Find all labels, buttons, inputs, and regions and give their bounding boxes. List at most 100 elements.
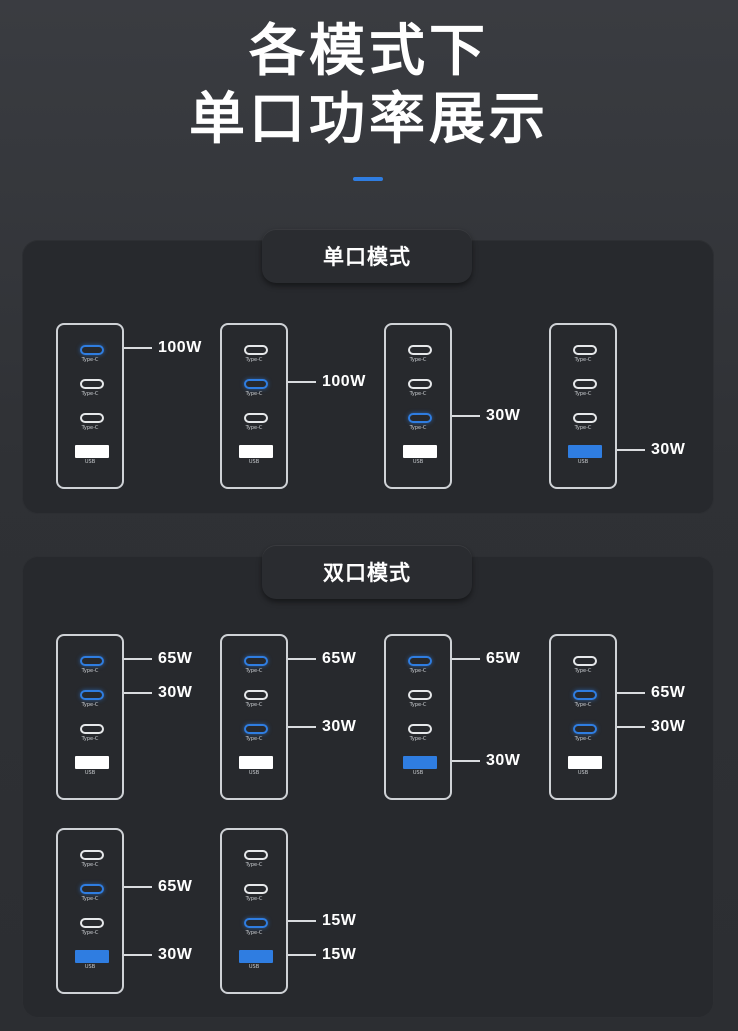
type-c-port-icon — [244, 918, 268, 928]
type-c-port: Type-C — [386, 409, 450, 439]
type-c-port: Type-C — [386, 720, 450, 750]
callout-line — [452, 760, 480, 762]
power-callout: 15W — [288, 945, 356, 965]
type-c-port: Type-C — [58, 375, 122, 405]
type-c-port-icon — [408, 345, 432, 355]
port-label: Type-C — [245, 391, 263, 397]
type-c-port: Type-C — [58, 880, 122, 910]
callout-line — [124, 347, 152, 349]
port-label: USB — [84, 459, 96, 465]
power-callout: 30W — [452, 406, 520, 426]
callout-line — [452, 658, 480, 660]
power-callout: 30W — [124, 683, 192, 703]
power-value: 65W — [158, 650, 193, 667]
charger-diagram: Type-C Type-C Type-C USB — [384, 634, 452, 800]
type-c-port-icon — [80, 345, 104, 355]
power-callout: 100W — [288, 372, 366, 392]
usb-a-port-icon — [568, 445, 602, 458]
type-c-port: Type-C — [551, 652, 615, 682]
usb-a-port: USB — [386, 443, 450, 473]
type-c-port: Type-C — [222, 846, 286, 876]
type-c-port-icon — [80, 918, 104, 928]
type-c-port: Type-C — [222, 914, 286, 944]
port-label: Type-C — [81, 736, 99, 742]
type-c-port-icon — [80, 656, 104, 666]
usb-a-port-icon — [568, 756, 602, 769]
type-c-port-icon — [408, 656, 432, 666]
port-label: Type-C — [245, 668, 263, 674]
power-value: 65W — [486, 650, 521, 667]
type-c-port: Type-C — [58, 686, 122, 716]
usb-a-port: USB — [58, 754, 122, 784]
power-value: 15W — [322, 946, 357, 963]
port-label: USB — [248, 770, 260, 776]
port-label: Type-C — [409, 668, 427, 674]
port-label: Type-C — [574, 736, 592, 742]
callout-line — [617, 692, 645, 694]
callout-line — [452, 415, 480, 417]
type-c-port-icon — [80, 413, 104, 423]
type-c-port: Type-C — [386, 341, 450, 371]
callout-line — [124, 886, 152, 888]
port-label: Type-C — [245, 862, 263, 868]
type-c-port-icon — [244, 345, 268, 355]
type-c-port: Type-C — [551, 375, 615, 405]
power-callout: 65W — [124, 649, 192, 669]
port-label: Type-C — [81, 357, 99, 363]
port-label: Type-C — [81, 668, 99, 674]
usb-a-port: USB — [222, 443, 286, 473]
type-c-port-icon — [244, 379, 268, 389]
type-c-port-icon — [244, 884, 268, 894]
type-c-port-icon — [244, 850, 268, 860]
port-label: USB — [412, 770, 424, 776]
type-c-port-icon — [80, 850, 104, 860]
power-value: 65W — [158, 878, 193, 895]
type-c-port-icon — [573, 345, 597, 355]
callout-line — [124, 692, 152, 694]
type-c-port: Type-C — [58, 652, 122, 682]
callout-line — [124, 954, 152, 956]
port-label: Type-C — [574, 425, 592, 431]
type-c-port: Type-C — [222, 409, 286, 439]
usb-a-port-icon — [403, 756, 437, 769]
page-title-line-2: 单口功率展示 — [189, 87, 549, 152]
type-c-port-icon — [408, 690, 432, 700]
power-callout: 30W — [288, 717, 356, 737]
port-label: Type-C — [81, 930, 99, 936]
power-callout: 65W — [124, 877, 192, 897]
power-value: 30W — [486, 752, 521, 769]
port-label: Type-C — [245, 896, 263, 902]
single-port-mode-panel — [22, 240, 714, 514]
power-value: 30W — [158, 684, 193, 701]
type-c-port: Type-C — [222, 720, 286, 750]
type-c-port: Type-C — [58, 914, 122, 944]
callout-line — [288, 726, 316, 728]
type-c-port: Type-C — [222, 341, 286, 371]
type-c-port: Type-C — [58, 720, 122, 750]
callout-line — [288, 954, 316, 956]
dual-port-mode-panel — [22, 556, 714, 1018]
port-label: Type-C — [81, 862, 99, 868]
power-value: 30W — [651, 441, 686, 458]
port-label: Type-C — [409, 702, 427, 708]
type-c-port: Type-C — [222, 375, 286, 405]
type-c-port-icon — [573, 379, 597, 389]
port-label: Type-C — [409, 425, 427, 431]
port-label: USB — [84, 770, 96, 776]
power-value: 30W — [158, 946, 193, 963]
port-label: Type-C — [245, 425, 263, 431]
type-c-port: Type-C — [551, 686, 615, 716]
type-c-port: Type-C — [551, 720, 615, 750]
type-c-port: Type-C — [58, 341, 122, 371]
type-c-port: Type-C — [551, 409, 615, 439]
usb-a-port: USB — [58, 443, 122, 473]
power-callout: 30W — [617, 440, 685, 460]
port-label: Type-C — [574, 702, 592, 708]
usb-a-port-icon — [239, 445, 273, 458]
power-value: 100W — [322, 373, 366, 390]
type-c-port-icon — [80, 379, 104, 389]
type-c-port-icon — [244, 724, 268, 734]
